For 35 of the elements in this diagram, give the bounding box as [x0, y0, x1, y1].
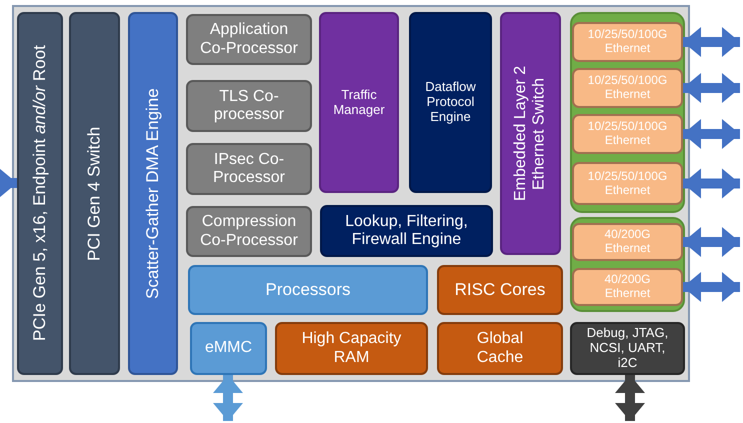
double-arrow [683, 272, 740, 302]
double-arrow [615, 375, 645, 421]
port-group-panel [570, 217, 685, 312]
engine-block: Dataflow Protocol Engine [409, 12, 492, 193]
processor-block: Processors [188, 265, 428, 315]
double-arrow [683, 168, 740, 198]
coprocessor-block: Compression Co-Processor [186, 206, 312, 257]
cores-block: RISC Cores [437, 265, 563, 315]
port-group-panel [570, 12, 685, 213]
switch-block: PCI Gen 4 Switch [69, 12, 120, 375]
double-arrow [683, 227, 740, 257]
double-arrow [683, 73, 740, 103]
coprocessor-block: Application Co-Processor [186, 14, 312, 65]
chip-outline [12, 5, 690, 382]
ethernet-port-block: 40/200G Ethernet [572, 268, 683, 306]
ethernet-port-block: 10/25/50/100G Ethernet [572, 162, 683, 205]
engine-block: Lookup, Filtering, Firewall Engine [320, 205, 493, 257]
double-arrow [683, 27, 740, 57]
ethernet-port-block: 10/25/50/100G Ethernet [572, 22, 683, 62]
interface-block: PCIe Gen 5, x16, Endpoint and/or Root [17, 12, 63, 375]
ethernet-port-block: 10/25/50/100G Ethernet [572, 68, 683, 108]
ethernet-port-block: 40/200G Ethernet [572, 223, 683, 261]
cache-block: Global Cache [437, 322, 563, 375]
double-arrow [683, 119, 740, 149]
arrow [0, 168, 17, 198]
storage-block: eMMC [190, 322, 267, 375]
manager-block: Traffic Manager [319, 12, 399, 193]
memory-block: High Capacity RAM [275, 322, 428, 375]
coprocessor-block: TLS Co-processor [186, 80, 312, 132]
switch-block: Embedded Layer 2 Ethernet Switch [500, 12, 561, 255]
coprocessor-block: IPsec Co-Processor [186, 143, 312, 195]
ethernet-port-block: 10/25/50/100G Ethernet [572, 114, 683, 154]
double-arrow [213, 375, 243, 421]
debug-interface-block: Debug, JTAG, NCSI, UART, i2C [570, 322, 685, 375]
engine-block: Scatter-Gather DMA Engine [128, 12, 178, 375]
